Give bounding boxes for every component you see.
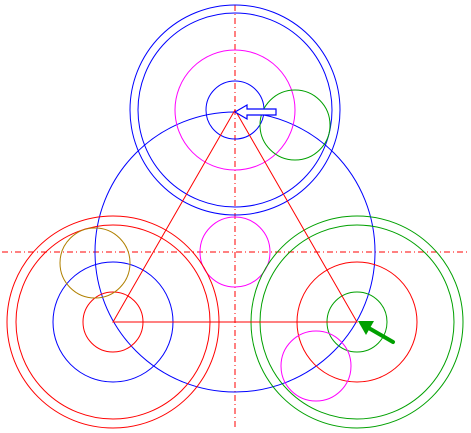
- top-gear-pitch-circle: [174, 49, 296, 171]
- center-triangle: [112, 108, 358, 323]
- top-gear-outer-ring: [129, 4, 341, 216]
- top-right-planet-circle: [259, 89, 331, 161]
- blue-hollow-arrow-icon: [233, 103, 277, 121]
- green-arrow-cursor-icon: [358, 321, 395, 344]
- left-planet-circle: [59, 227, 131, 299]
- right-planet-circle: [280, 330, 352, 402]
- top-gear-inner-ring: [137, 12, 333, 208]
- central-small-idler-circle: [199, 216, 271, 288]
